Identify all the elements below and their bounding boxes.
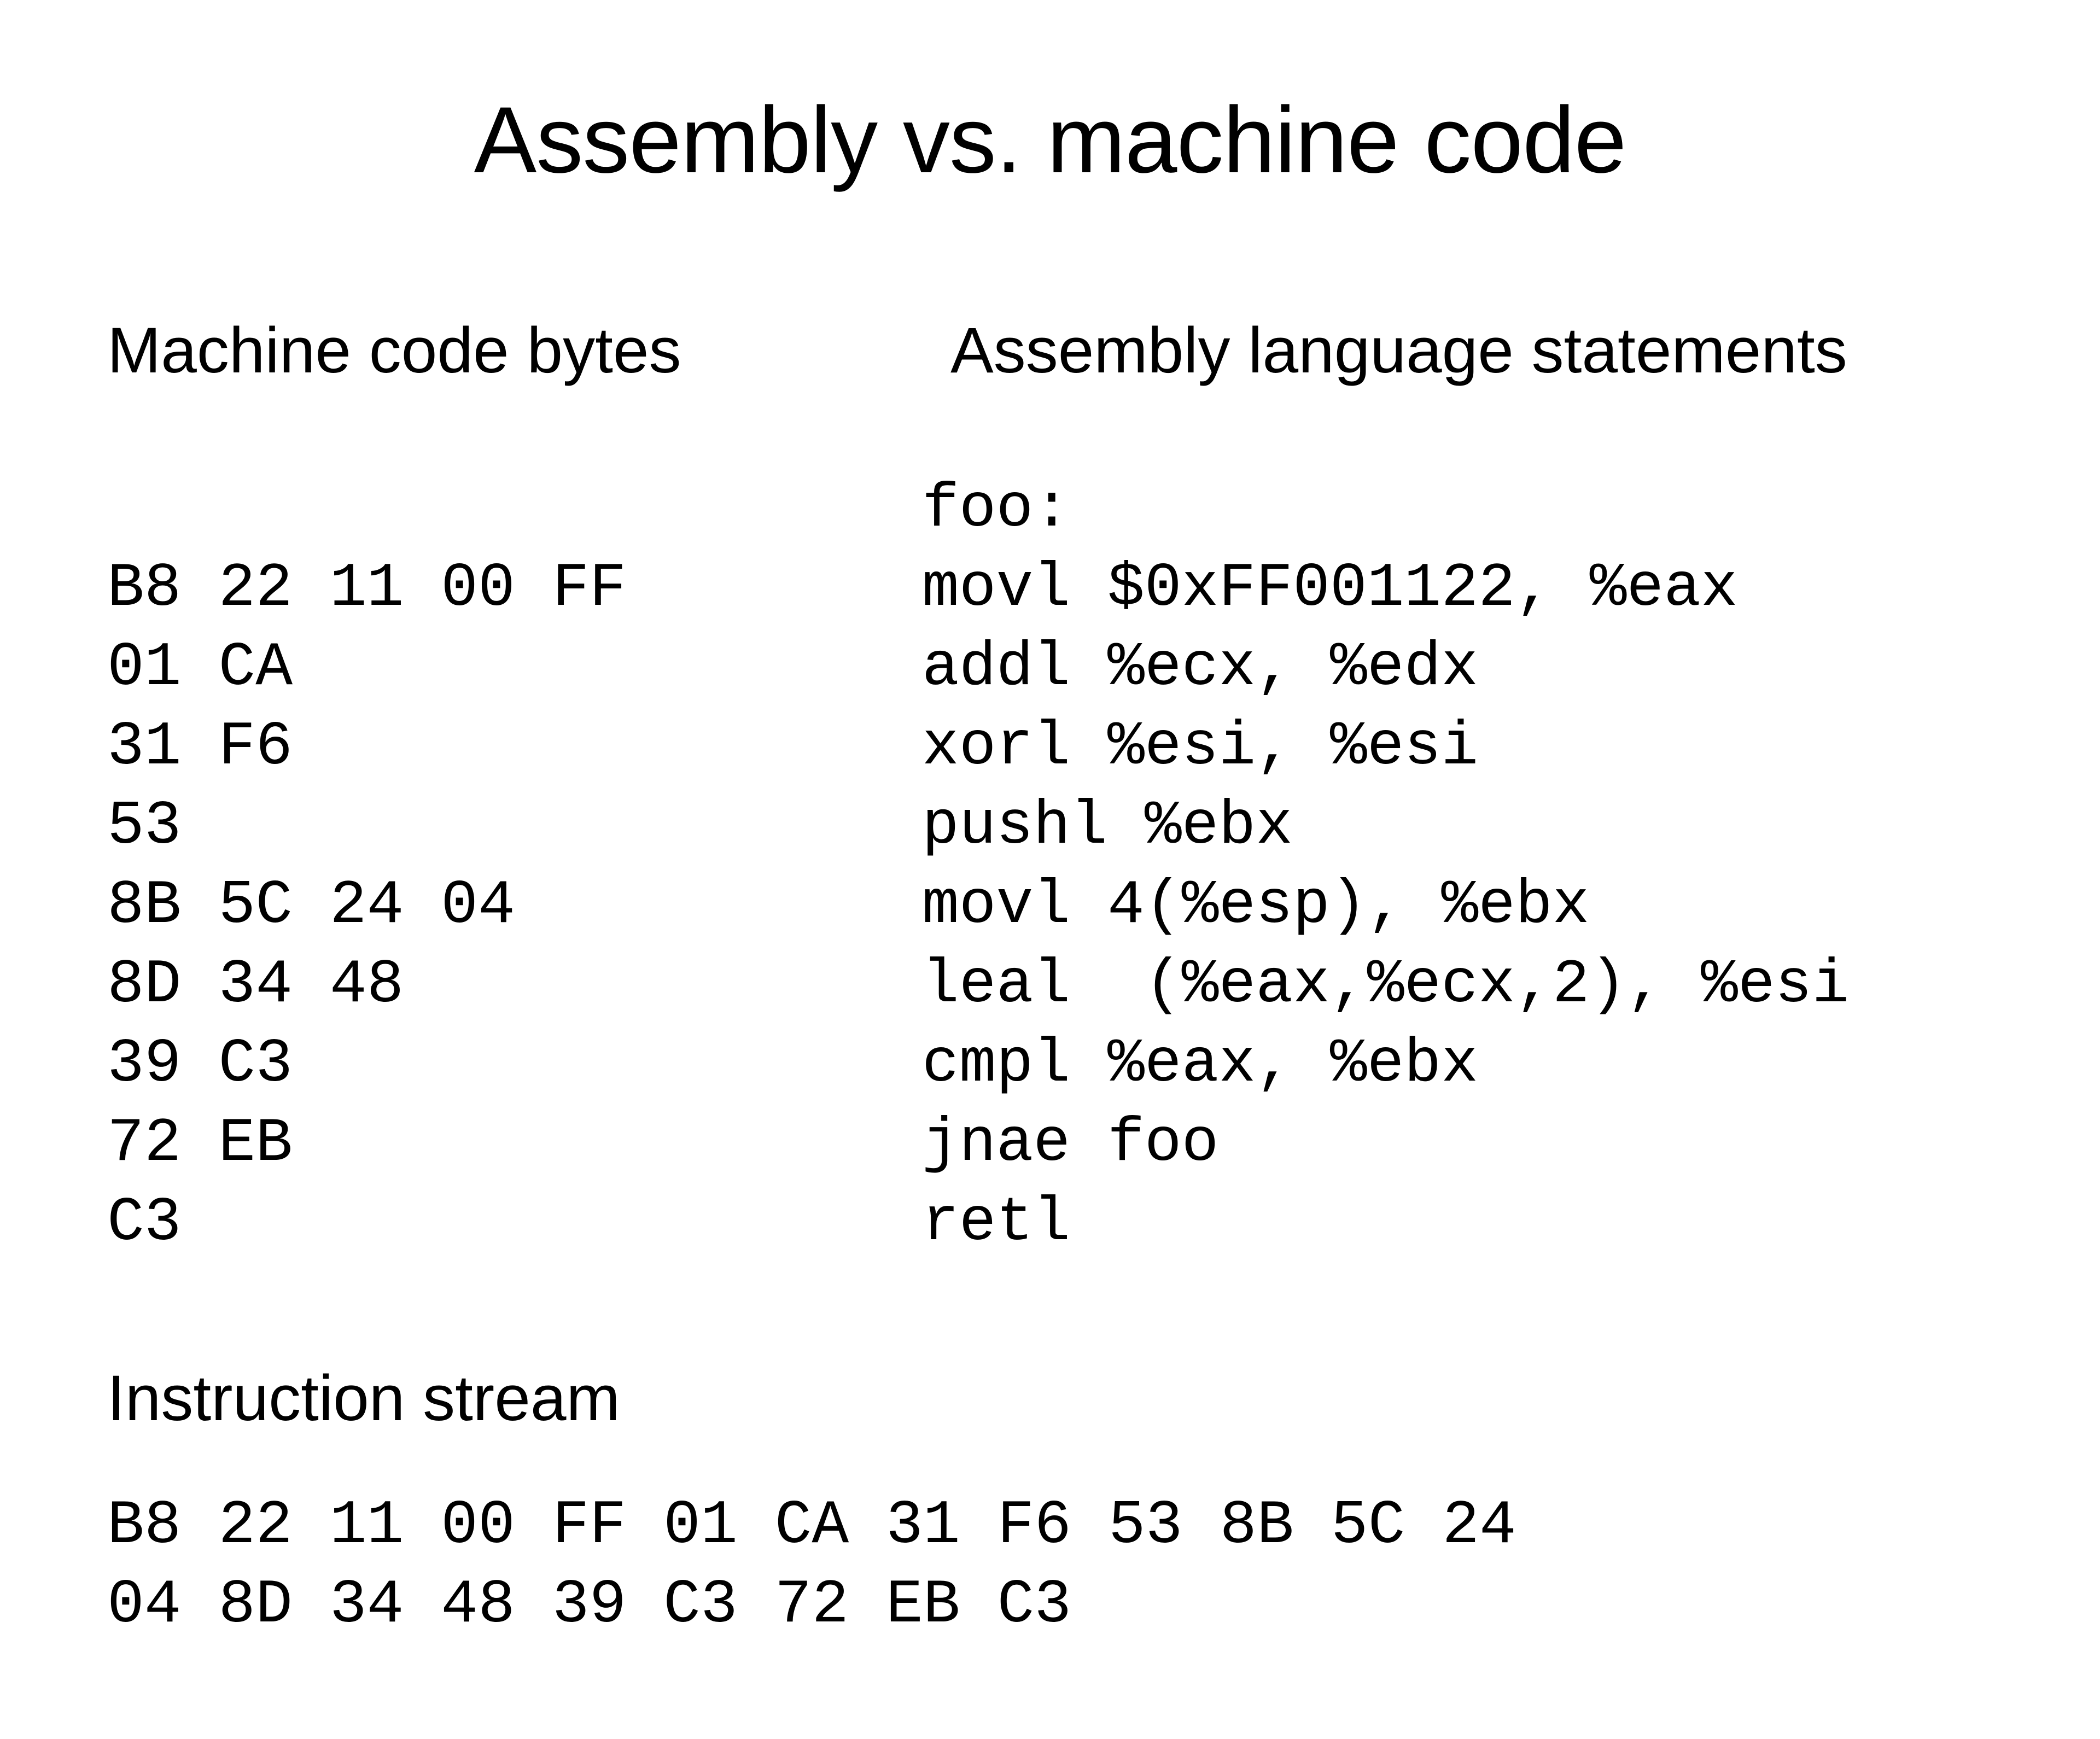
page-title: Assembly vs. machine code xyxy=(474,87,1627,192)
assembly-statements-listing: foo: movl $0xFF001122, %eax addl %ecx, %… xyxy=(922,474,1850,1258)
machine-code-bytes-listing: B8 22 11 00 FF 01 CA 31 F6 53 8B 5C 24 0… xyxy=(107,553,627,1258)
instruction-stream-bytes: B8 22 11 00 FF 01 CA 31 F6 53 8B 5C 24 0… xyxy=(107,1491,1516,1640)
assembly-statements-heading: Assembly language statements xyxy=(950,314,1847,387)
machine-code-bytes-heading: Machine code bytes xyxy=(107,314,681,387)
instruction-stream-heading: Instruction stream xyxy=(107,1362,620,1434)
